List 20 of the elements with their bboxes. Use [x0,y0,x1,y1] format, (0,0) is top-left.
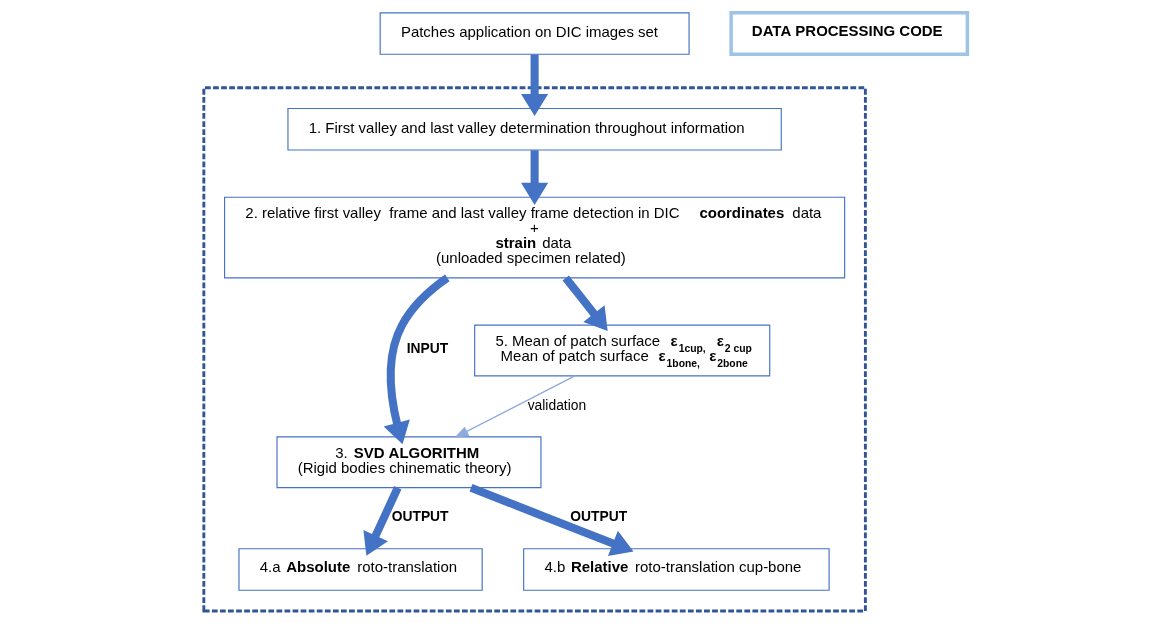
cluster [202,86,867,613]
edge-label: validation [527,396,587,413]
arrow [521,150,549,205]
arrow [469,484,634,557]
node-box: 4.a Absolute roto-translation [238,548,483,591]
node-box: Patches application on DIC images set [379,12,690,55]
arrow [383,274,450,445]
node-box: 4.b Relative roto-translation cup-bone [523,548,830,591]
node-box: 2. relative first valley frame and last valley frame detection in DIC coordinates data + strain data (unloaded specimen related) [224,196,846,279]
node-box: DATA PROCESSING CODE [729,11,970,57]
arrow [521,54,549,116]
arrow [562,275,608,332]
edge-label: INPUT [406,339,449,356]
node-box: 1. First valley and last valley determination throughout information [287,107,782,151]
node-box: 5. Mean of patch surface ε$_{1cup,}$ ε$_{2 cup}$ Mean of patch surface ε$_{1bone,}$ ε$_{2bone}$ [474,324,771,377]
edge-label: OUTPUT [391,507,449,524]
edge-label: OUTPUT [570,507,628,524]
node-box: 3. SVD ALGORITHM (Rigid bodies chinematic theory) [276,436,542,489]
arrow [363,486,402,556]
arrow [454,375,576,438]
